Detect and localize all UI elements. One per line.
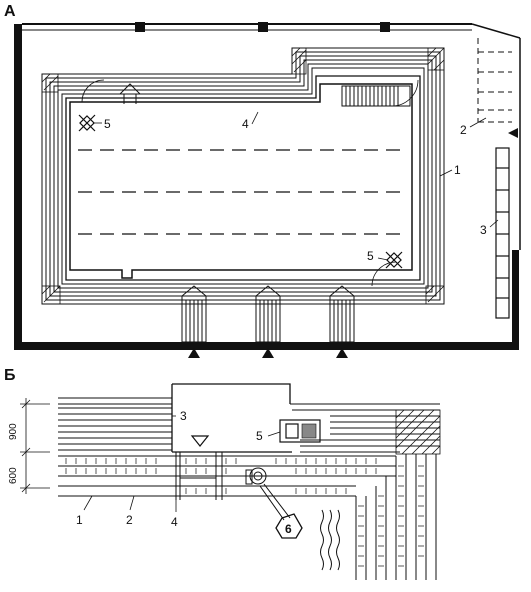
callout-5-a-top: 5 [104,117,111,131]
bench [495,147,510,319]
callout-3-b: 3 [180,409,187,423]
step-grille [175,452,223,500]
plan-b-letter: Б [4,367,16,384]
leader-lines-b [83,415,281,512]
plan-a-letter: А [4,3,16,20]
water-wave-icon [320,509,340,571]
tile-ticks [65,458,424,567]
pool-stairs [341,79,419,107]
callout-5-a-bottom: 5 [367,249,374,263]
callout-3-a: 3 [480,223,487,237]
top-entry-arrow [81,79,142,104]
dimension-600: 600 [8,467,19,484]
bottom-entrances [181,285,355,343]
hatched-corner [395,409,441,455]
storage-area [477,38,512,123]
drain-top-icon [78,114,96,132]
callout-1-a: 1 [454,163,461,177]
water-basin [69,83,413,279]
building-walls [14,22,521,350]
plan-b: Б 900 600 [4,367,441,580]
dimension-900: 900 [8,423,19,440]
callout-4-b: 4 [171,515,178,529]
wall-block [171,383,292,453]
callout-5-b: 5 [256,429,263,443]
skimmer-icon [279,419,321,443]
deck-lines [58,397,440,453]
corner-blocks [41,47,445,305]
callout-1-b: 1 [76,513,83,527]
plan-a: А [4,3,521,358]
entry-arrow-b [190,435,210,447]
entry-arrows [188,128,518,358]
callout-6-b: 6 [285,522,292,536]
drain-bottom-icon [371,251,403,287]
callout-4-a: 4 [242,117,249,131]
tile-band [58,454,437,580]
leader-lines-a [93,111,499,261]
dimension-lines [20,398,50,494]
outlet-icon [245,467,303,539]
callout-2-a: 2 [460,123,467,137]
callout-2-b: 2 [126,513,133,527]
